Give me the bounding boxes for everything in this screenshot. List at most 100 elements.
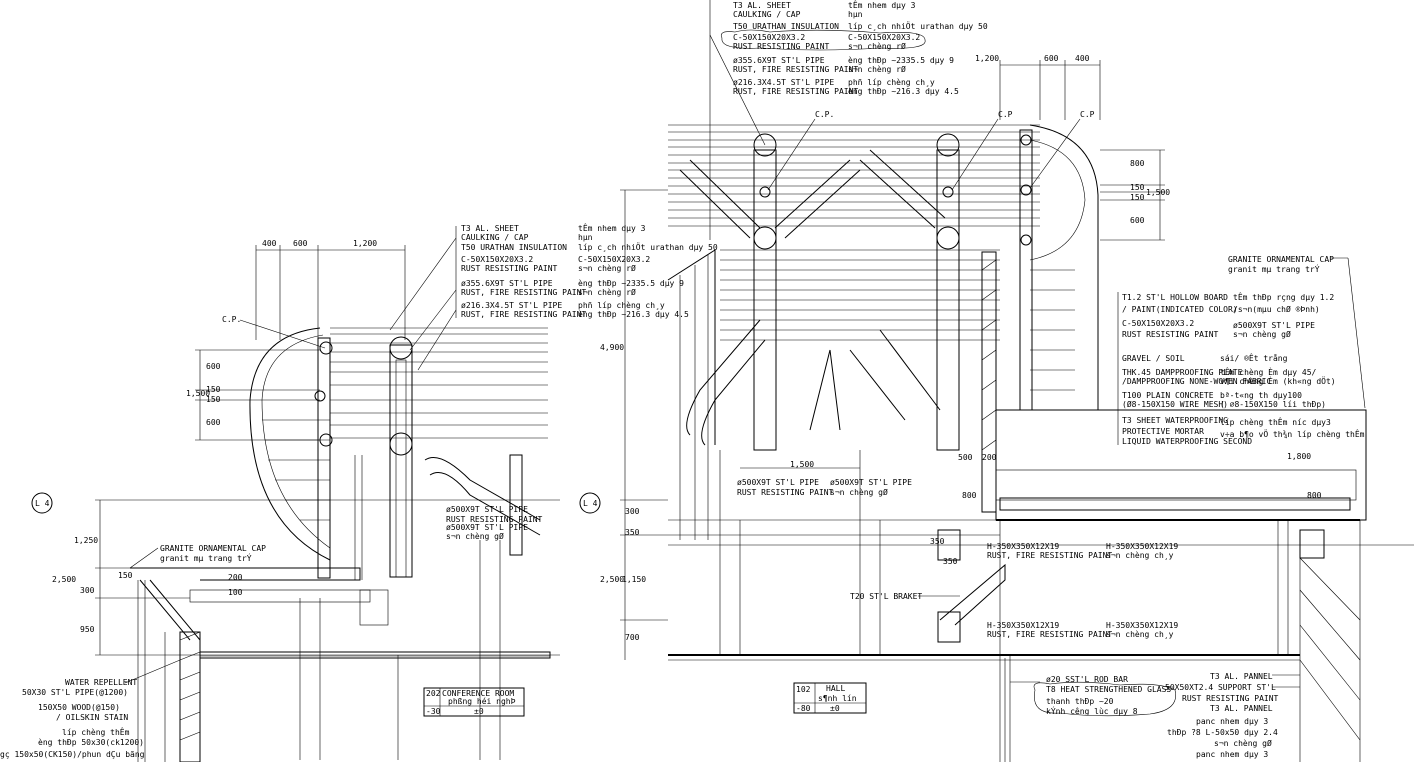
left-pipe-note-3: s¬n chèng gØ — [446, 531, 504, 541]
right-dim-2500: 2,500 — [600, 575, 624, 584]
left-grid-tag-label: L 4 — [35, 499, 50, 508]
left-bottom-note-3: / OILSKIN STAIN — [56, 713, 128, 722]
right-note-en-8: (Ø8-150X150 WIRE MESH) — [1122, 399, 1228, 409]
right-beam-2 — [937, 611, 961, 643]
right-note-vn-9: líp chèng thÊm n­íc dµy3 — [1220, 416, 1331, 427]
right-callout-vn-8: èng thÐp ~216.3 dµy 4.5 — [848, 86, 959, 96]
left-grid-tag — [31, 492, 53, 514]
right-note-en-1: / PAINT(INDICATED COLOR) — [1122, 305, 1238, 314]
right-cp-label-2: C.P — [998, 110, 1013, 119]
right-note-vn-10: v÷a b¶o vÖ th¾n líp chèng thÊm — [1220, 428, 1365, 439]
right-pannel-notes: T3 AL. PANNEL 50X50XT2.4 SUPPORT ST'L RU… — [1165, 672, 1300, 759]
left-bottom-note-6: gç 150x50(CK150)/phun dÇu bãng — [0, 750, 145, 759]
right-pannel-note-1: 50X50XT2.4 SUPPORT ST'L — [1165, 683, 1276, 692]
right-dim-mid-500: 500 — [958, 453, 973, 462]
right-pipe-note-2: RUST RESISTING PAINT — [737, 488, 834, 497]
right-dim-mid-1800: 1,800 — [1287, 452, 1311, 461]
right-beam-note-en-3: RUST, FIRE RESISTING PAINT — [987, 630, 1112, 639]
left-room-name: CONFERENCE ROOM — [442, 689, 514, 698]
right-note-en-7: T100 PLAIN CONCRETE — [1122, 391, 1214, 400]
left-bottom-notes: WATER REPELLENT 50X30 ST'L PIPE(@1200) 1… — [0, 659, 181, 759]
right-dim-side-1500: 1,500 — [1146, 188, 1170, 197]
right-top-callouts: T3 AL. SHEET CAULKING / CAP T50 URATHAN … — [709, 0, 988, 240]
right-callout-vn-1: hµn — [848, 10, 863, 19]
right-beam-note-vn-1: s¬n chèng ch¸y — [1106, 550, 1174, 560]
left-callout-vn-5: èng thÐp ~2335.5 dµy 9 — [578, 278, 684, 288]
right-note-vn-6: v¶i chèng Èm (kh«ng dÖt) — [1220, 375, 1336, 386]
left-room-level-ref: ±0 — [474, 707, 484, 716]
left-room-tag: 202 CONFERENCE ROOM phßng héi nghÞ -30 ±… — [423, 687, 525, 717]
right-glass-notes: ø20 SST'L ROD BAR T8 HEAT STRENGTHENED G… — [1004, 658, 1177, 762]
left-wall — [179, 631, 201, 762]
right-note-en-0: T1.2 ST'L HOLLOW BOARD — [1122, 293, 1228, 302]
right-note-vn-1: /s¬n(mµu chØ ®Þnh) — [1233, 304, 1320, 314]
left-dim-side-1500: 1,500 — [186, 389, 210, 398]
right-bracket-note: T20 ST'L BRAKET — [850, 592, 922, 601]
right-dim-400: 400 — [1075, 54, 1090, 63]
right-beam-note-vn-3: s¬n chèng ch¸y — [1106, 629, 1174, 639]
right-room-number: 102 — [796, 685, 811, 694]
left-room-number: 202 — [426, 689, 441, 698]
left-callout-vn-7: phñ líp chèng ch¸y — [578, 300, 665, 310]
right-note-vn-4: sái/ ®Êt trång — [1220, 352, 1288, 363]
left-pipe-note-0: ø500X9T ST'L PIPE — [446, 505, 528, 514]
right-note-vn-8: ( ∅8-150X150 l­íi thÐp) — [1220, 400, 1326, 409]
left-callout-en-2: T50 URATHAN INSULATION — [461, 243, 567, 252]
left-callout-vn-4: s¬n chèng rØ — [578, 263, 636, 273]
right-room-name: HALL — [826, 684, 845, 693]
left-callout-vn-3: C-50X150X20X3.2 — [578, 255, 650, 264]
left-callouts: T3 AL. SHEET CAULKING / CAP T50 URATHAN … — [389, 222, 718, 371]
right-callout-en-0: T3 AL. SHEET — [733, 1, 791, 10]
right-louvres — [668, 124, 1040, 341]
right-room-tag: 102 HALL s¶nh lín -80 ±0 — [793, 682, 867, 714]
right-room-name-vn: s¶nh lín — [818, 694, 857, 703]
left-curved-end — [249, 327, 331, 561]
right-dim-side-150a: 150 — [1130, 183, 1145, 192]
left-callout-en-8: RUST, FIRE RESISTING PAINT — [461, 310, 586, 319]
left-dim-side-600b: 600 — [206, 418, 221, 427]
left-callout-vn-6: s¬n chèng rØ — [578, 287, 636, 297]
right-beam-note-vn-0: H-350X350X12X19 — [1106, 542, 1178, 551]
left-dim-100: 100 — [228, 588, 243, 597]
right-callout-en-8: RUST, FIRE RESISTING PAINT — [733, 87, 858, 96]
left-dim-400: 400 — [262, 239, 277, 248]
left-callout-en-6: RUST, FIRE RESISTING PAINT — [461, 288, 586, 297]
right-dim-mid-350b: 350 — [943, 557, 958, 566]
left-dim-950: 950 — [80, 625, 95, 634]
right-section: L 4 1,200 600 400 800 150 1,500 150 600 … — [579, 0, 1414, 762]
right-beam-note-en-2: H-350X350X12X19 — [987, 621, 1059, 630]
right-callout-en-6: RUST, FIRE RESISTING PAINT — [733, 65, 858, 74]
right-dim-side-150b: 150 — [1130, 193, 1145, 202]
right-beam-note-en-0: H-350X350X12X19 — [987, 542, 1059, 551]
right-pannel-note-6: s¬n chèng gØ — [1214, 738, 1272, 748]
right-glass-note-3: kÝnh c­êng lùc dµy 8 — [1046, 705, 1138, 716]
right-dim-350: 350 — [625, 528, 640, 537]
right-grid-tag — [579, 492, 601, 514]
left-bottom-note-0: WATER REPELLENT — [65, 678, 137, 687]
right-callout-vn-5: èng thÐp ~2335.5 dµy 9 — [848, 55, 954, 65]
right-note-en-11: LIQUID WATERPROOFING SECOND — [1122, 437, 1252, 446]
right-room-level-ref: ±0 — [830, 704, 840, 713]
left-pipe-note-2: ø500X9T ST'L PIPE — [446, 523, 528, 532]
right-pannel-note-2: RUST RESISTING PAINT — [1182, 694, 1279, 703]
right-callout-en-4: RUST RESISTING PAINT — [733, 42, 830, 51]
right-planter — [995, 409, 1367, 521]
right-pannel-note-3: T3 AL. PANNEL — [1210, 704, 1273, 713]
right-note-en-6: /DAMPPROOFING NONE-WOVEN FABRIC — [1122, 377, 1271, 386]
right-dim-mid-1500: 1,500 — [790, 460, 814, 469]
left-callout-en-3: C-50X150X20X3.2 — [461, 255, 533, 264]
right-cap-note-en: GRANITE ORNAMENTAL CAP — [1228, 255, 1334, 264]
right-dim-1200: 1,200 — [975, 54, 999, 63]
right-dim-mid-800a: 800 — [962, 491, 977, 500]
right-pipe-note-0: ø500X9T ST'L PIPE — [737, 478, 819, 487]
left-pipe-column — [389, 344, 413, 578]
left-cap-note-vn: granit mµ trang trÝ — [160, 552, 252, 563]
right-pannel-note-4: panc nhem dµy 3 — [1196, 717, 1268, 726]
right-curved-end — [1029, 124, 1099, 410]
right-note-vn-7: bª-t«ng th­ dµy100 — [1220, 391, 1302, 400]
right-note-vn-3: s¬n chèng gØ — [1233, 329, 1291, 339]
right-dim-mid-350a: 350 — [930, 537, 945, 546]
right-dim-mid-200: 200 — [982, 453, 997, 462]
left-callout-en-0: T3 AL. SHEET — [461, 224, 519, 233]
